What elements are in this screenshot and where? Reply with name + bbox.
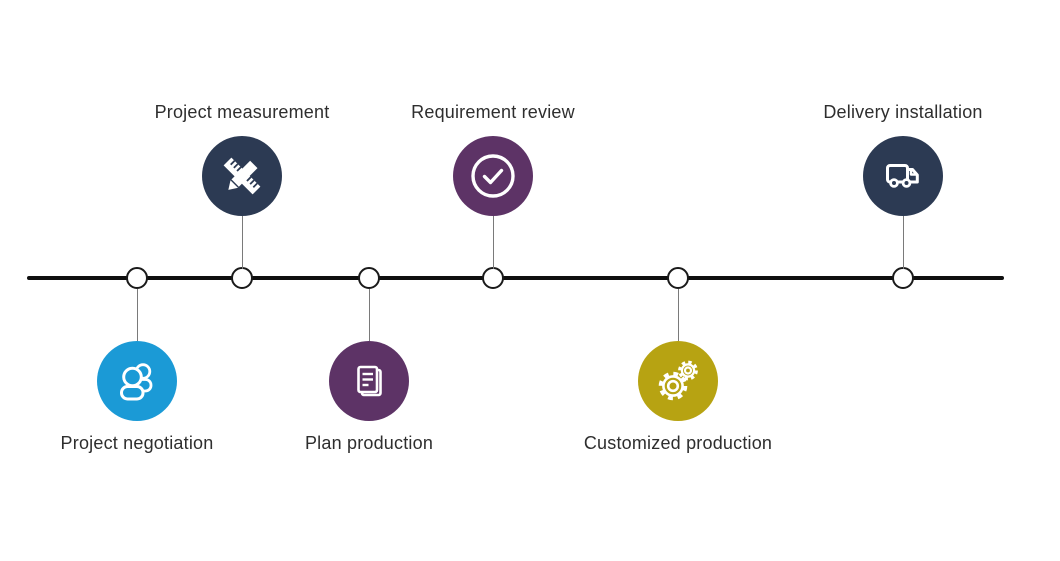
timeline-item-delivery-installation: Delivery installation xyxy=(793,0,1013,561)
connector-line xyxy=(493,215,494,269)
timeline-node xyxy=(667,267,689,289)
stage-bubble xyxy=(202,136,282,216)
stage-label: Customized production xyxy=(583,433,773,453)
timeline-item-customized-production: Customized production xyxy=(568,0,788,561)
stage-bubble xyxy=(97,341,177,421)
timeline-node xyxy=(892,267,914,289)
people-icon xyxy=(113,357,161,405)
stage-label: Project negotiation xyxy=(60,433,214,453)
stage-bubble xyxy=(863,136,943,216)
timeline-node xyxy=(231,267,253,289)
connector-line xyxy=(678,289,679,341)
stage-bubble xyxy=(329,341,409,421)
stage-label: Project measurement xyxy=(154,102,330,122)
stage-bubble xyxy=(638,341,718,421)
stage-label: Plan production xyxy=(304,433,434,453)
timeline-node xyxy=(126,267,148,289)
check-circle-icon xyxy=(469,152,517,200)
connector-line xyxy=(903,215,904,269)
timeline-item-plan-production: Plan production xyxy=(259,0,479,561)
timeline-node xyxy=(358,267,380,289)
document-icon xyxy=(345,357,393,405)
timeline-item-project-negotiation: Project negotiation xyxy=(27,0,247,561)
connector-line xyxy=(137,289,138,341)
truck-icon xyxy=(879,152,927,200)
timeline-axis xyxy=(27,276,1004,280)
timeline-node xyxy=(482,267,504,289)
stage-label: Delivery installation xyxy=(823,102,983,122)
timeline-item-project-measurement: Project measurement xyxy=(132,0,352,561)
stage-bubble xyxy=(453,136,533,216)
connector-line xyxy=(242,215,243,269)
ruler-pencil-icon xyxy=(218,152,266,200)
timeline-item-requirement-review: Requirement review xyxy=(383,0,603,561)
gears-icon xyxy=(654,357,702,405)
connector-line xyxy=(369,289,370,341)
stage-label: Requirement review xyxy=(411,102,575,122)
